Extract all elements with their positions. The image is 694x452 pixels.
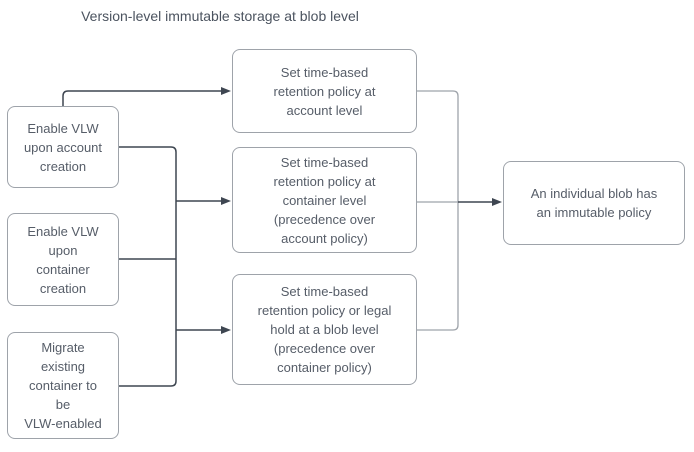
edge-account-creation-to-account-policy	[62, 87, 231, 106]
node-enable-vlw-container-creation: Enable VLW upon container creation	[7, 213, 119, 306]
node-individual-blob-immutable-policy: An individual blob has an immutable poli…	[503, 161, 685, 245]
node-migrate-existing-container: Migrate existing container to be VLW-ena…	[7, 332, 119, 439]
diagram-title: Version-level immutable storage at blob …	[81, 8, 359, 24]
node-retention-policy-account-level: Set time-based retention policy at accou…	[232, 49, 417, 133]
edge-left-trunk	[119, 146, 177, 387]
node-enable-vlw-account-creation: Enable VLW upon account creation	[7, 106, 119, 188]
node-retention-policy-blob-level: Set time-based retention policy or legal…	[232, 274, 417, 385]
edge-right-trunk	[417, 90, 459, 331]
node-retention-policy-container-level: Set time-based retention policy at conta…	[232, 147, 417, 253]
